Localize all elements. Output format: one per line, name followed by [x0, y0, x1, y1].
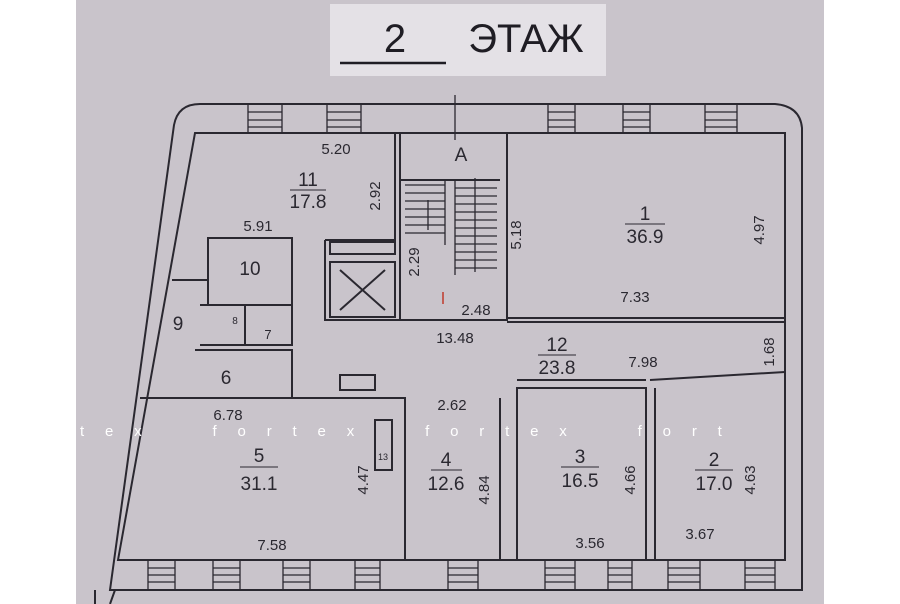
dim-4-66: 4.66 [622, 465, 639, 494]
room-4-area: 12.6 [428, 474, 465, 495]
floor-number: 2 [384, 17, 406, 61]
floor-word: ЭТАЖ [468, 17, 584, 61]
room-11-id: 11 [298, 170, 318, 191]
dim-7-98: 7.98 [628, 354, 657, 371]
partitions [140, 133, 786, 561]
dim-4-63: 4.63 [742, 465, 759, 494]
dimension-labels: 5.20 2.92 5.91 2.29 2.48 13.48 5.18 4.97… [213, 141, 778, 554]
room-labels: 1 36.9 2 17.0 3 16.5 4 12.6 5 31.1 6 7 8… [173, 170, 733, 495]
dim-5-91: 5.91 [243, 218, 272, 235]
room-13-id: 13 [378, 452, 388, 462]
room-10-id: 10 [239, 259, 260, 280]
room-12-id: 12 [546, 335, 567, 356]
dim-2-62: 2.62 [437, 397, 466, 414]
floor-plan-photo [76, 0, 824, 604]
dim-6-78: 6.78 [213, 407, 242, 424]
room-2-area: 17.0 [696, 474, 733, 495]
dim-3-56: 3.56 [575, 535, 604, 552]
dim-2-92: 2.92 [367, 181, 384, 210]
dim-2-48: 2.48 [461, 302, 490, 319]
room-4-id: 4 [441, 450, 452, 471]
room-1-area: 36.9 [627, 227, 664, 248]
dim-13-48: 13.48 [436, 330, 474, 347]
room-8-id: 8 [232, 316, 238, 327]
stair-label: A [455, 145, 468, 166]
dim-7-33: 7.33 [620, 289, 649, 306]
windows [147, 95, 776, 590]
dim-5-18: 5.18 [508, 220, 525, 249]
dim-4-84: 4.84 [476, 475, 493, 504]
dim-7-58: 7.58 [257, 537, 286, 554]
room-9-id: 9 [173, 314, 184, 335]
building-projection [94, 589, 116, 604]
dim-2-29: 2.29 [406, 247, 423, 276]
dim-3-67: 3.67 [685, 526, 714, 543]
watermark: t e x f o r t e x f o r t e x f o r t [80, 423, 723, 440]
room-6-id: 6 [221, 368, 232, 389]
room-7-id: 7 [264, 327, 271, 342]
room-1-id: 1 [640, 204, 651, 225]
staircase [405, 178, 497, 275]
outer-wall [108, 103, 803, 591]
dim-4-47: 4.47 [355, 465, 372, 494]
room-5-area: 31.1 [241, 474, 278, 495]
dim-4-97: 4.97 [751, 215, 768, 244]
dim-5-20: 5.20 [321, 141, 350, 158]
dim-1-68: 1.68 [761, 337, 778, 366]
room-3-id: 3 [575, 447, 586, 468]
room-3-area: 16.5 [562, 471, 599, 492]
room-2-id: 2 [709, 450, 720, 471]
room-5-id: 5 [254, 446, 265, 467]
room-12-area: 23.8 [539, 358, 576, 379]
room-11-area: 17.8 [290, 192, 327, 213]
